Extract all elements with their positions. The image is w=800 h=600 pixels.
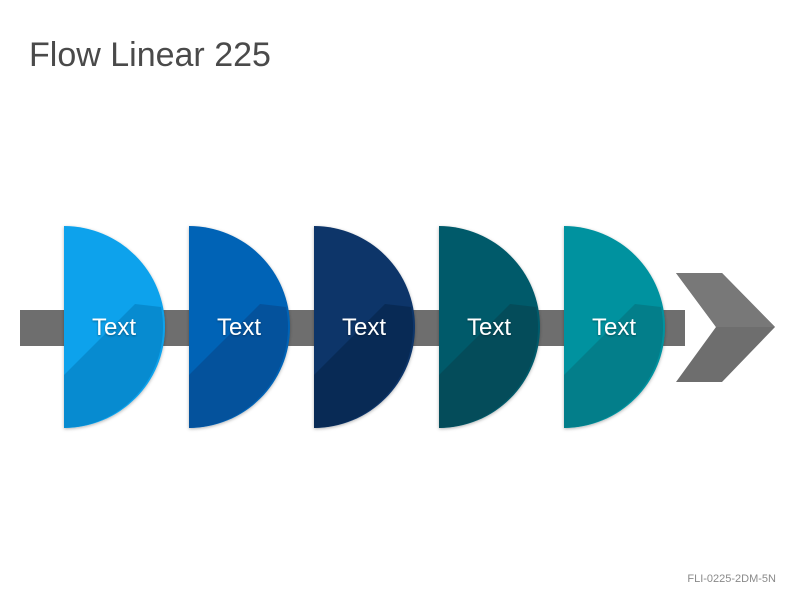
flow-step-facet [189, 304, 289, 428]
flow-step-3: Text [314, 226, 415, 428]
flow-step-4: Text [439, 226, 540, 428]
flow-step-label: Text [92, 314, 136, 341]
flow-step-2: Text [189, 226, 290, 428]
flow-step-label: Text [217, 314, 261, 341]
steps-layer: Text Text Text Text Text [64, 226, 665, 428]
flow-step-label: Text [592, 314, 636, 341]
flow-step-5: Text [564, 226, 665, 428]
flow-step-label: Text [467, 314, 511, 341]
slide-code: FLI-0225-2DM-5N [687, 573, 776, 585]
flow-step-facet [64, 304, 164, 428]
flow-step-facet [564, 304, 664, 428]
flow-step-facet [439, 304, 539, 428]
flow-step-1: Text [64, 226, 165, 428]
flow-step-label: Text [342, 314, 386, 341]
arrow-head-highlight [676, 273, 775, 327]
slide-title: Flow Linear 225 [29, 36, 271, 74]
flow-step-facet [314, 304, 414, 428]
